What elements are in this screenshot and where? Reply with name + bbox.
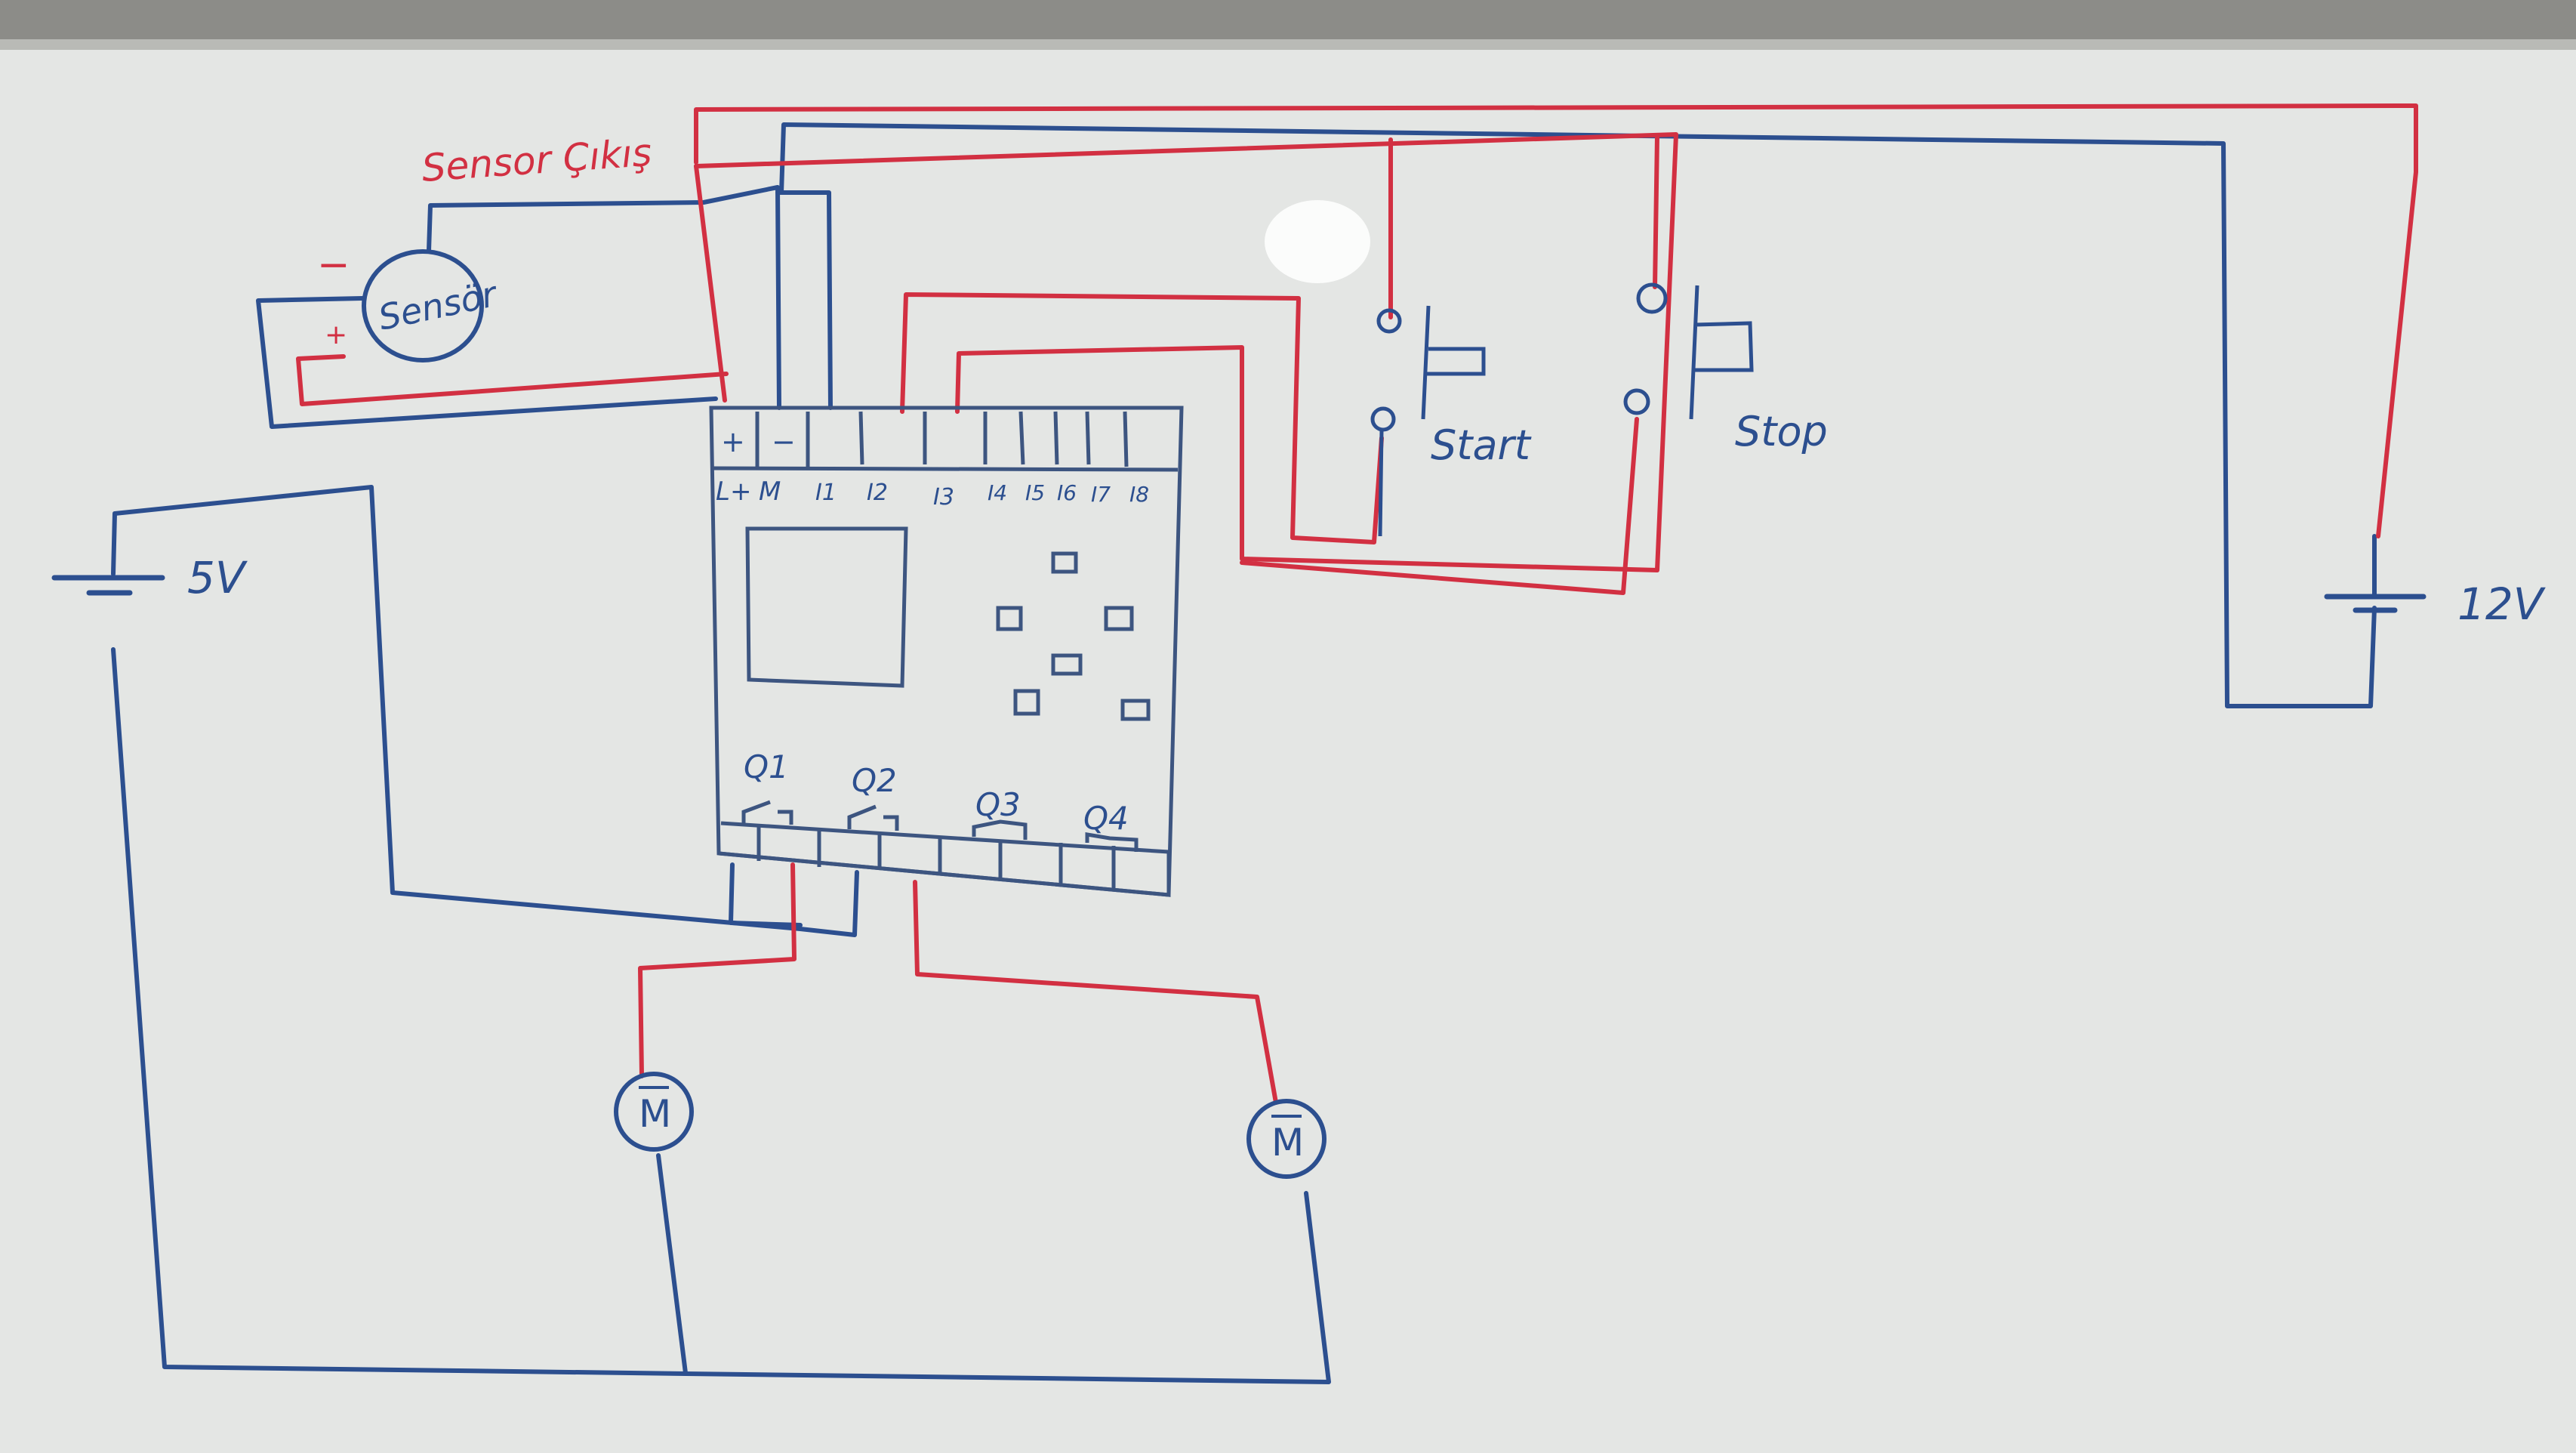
- motor-2-circle: [1246, 1099, 1327, 1179]
- motor-2-label: M: [1271, 1121, 1304, 1165]
- label-12v: 12V: [2457, 578, 2547, 630]
- motor-1-label: M: [639, 1092, 671, 1136]
- plc-key: [1120, 699, 1151, 721]
- motor-1-circle: [614, 1072, 694, 1152]
- wire-stop-bottom: [1240, 417, 1639, 595]
- stop-button-symbol: [1623, 282, 1754, 420]
- plc-display: [745, 526, 908, 688]
- stop-contact-top: [1636, 282, 1668, 314]
- plc-input-I2: I2: [867, 480, 888, 506]
- wire-start-stop: [694, 164, 727, 403]
- plc-L-plus: L+: [716, 477, 751, 507]
- board-frame-rail: [0, 39, 2576, 50]
- start-contact-bottom: [1370, 406, 1396, 432]
- divider-8: [1085, 411, 1091, 465]
- plc-input-I6: I6: [1057, 480, 1077, 505]
- board-surface: [0, 45, 2576, 1453]
- wire-stop-top: [1653, 134, 1659, 289]
- start-actuator: [1421, 305, 1486, 420]
- wire-12v-red-top: [694, 103, 2418, 538]
- plc-input-strip: [710, 466, 1179, 472]
- start-button-symbol: [1370, 305, 1486, 537]
- wire-sensor-top-b: [775, 190, 833, 410]
- plc-input-I5: I5: [1025, 480, 1045, 505]
- wire-q1-blue: [729, 862, 803, 927]
- plc-output-strip: [718, 821, 1171, 897]
- plc-labels: + − L+ M I1 I2 I3 I4 I5 I6 I7 I8 Q1 Q2 Q…: [716, 425, 1149, 837]
- wire-12v-top: [779, 122, 2377, 708]
- plc-key: [1051, 653, 1083, 676]
- wire-5v-top: [111, 485, 859, 937]
- plc-output-Q4: Q4: [1083, 800, 1129, 837]
- wire-q2-motor2: [913, 880, 1278, 1105]
- stop-contact-bottom: [1623, 388, 1650, 415]
- relay-q2: [847, 804, 899, 831]
- plc-input-I7: I7: [1091, 482, 1111, 507]
- plc-key: [996, 606, 1023, 631]
- plc-plus: +: [721, 425, 745, 458]
- red-wiring: [296, 103, 2418, 1105]
- motor-1: M: [614, 1072, 694, 1152]
- plc-output-Q1: Q1: [744, 748, 789, 785]
- sensor-plus-label: +: [325, 319, 347, 350]
- label-5v: 5V: [187, 552, 248, 603]
- plc-minus: −: [772, 425, 796, 458]
- divider-9: [1123, 411, 1129, 467]
- wire-sensor-top: [427, 185, 781, 410]
- wire-i1-start: [900, 292, 1384, 544]
- plc-input-I8: I8: [1129, 482, 1149, 507]
- plc-input-I4: I4: [988, 480, 1007, 505]
- divider-3: [858, 411, 864, 465]
- start-label: Start: [1431, 421, 1532, 469]
- wire-12v-red-inner: [694, 132, 1678, 572]
- plc-module: [709, 406, 1184, 897]
- wire-motor1-down: [656, 1153, 688, 1375]
- stop-label: Stop: [1735, 408, 1828, 455]
- relay-q4: [1085, 832, 1139, 852]
- motor-2: M: [1246, 1099, 1327, 1179]
- divider-7: [1053, 411, 1059, 465]
- plc-input-dividers: [755, 411, 1129, 468]
- blue-wiring: [51, 122, 2427, 1384]
- wire-sensor-plus: [296, 354, 729, 406]
- plc-key: [1013, 689, 1040, 716]
- relay-q1: [741, 800, 793, 825]
- plc-key: [1051, 551, 1078, 574]
- glare-spot: [1265, 200, 1370, 283]
- plc-input-I3: I3: [933, 484, 954, 511]
- plc-input-I1: I1: [815, 480, 837, 506]
- plc-output-Q3: Q3: [975, 786, 1021, 823]
- plc-key: [1104, 606, 1134, 631]
- start-wire-down: [1378, 430, 1384, 537]
- plc-output-Q2: Q2: [852, 762, 897, 799]
- wire-sensor-outer: [256, 296, 718, 429]
- wire-5v-left: [111, 647, 1331, 1384]
- sensor-circle: [362, 249, 484, 362]
- wire-q1-motor1: [638, 862, 797, 1078]
- divider-6: [1018, 411, 1025, 465]
- sensor-minus-label: −: [317, 242, 350, 288]
- stop-actuator: [1689, 285, 1754, 420]
- plc-M: M: [759, 477, 781, 507]
- relay-q3: [972, 819, 1028, 840]
- start-contact-top: [1376, 308, 1402, 334]
